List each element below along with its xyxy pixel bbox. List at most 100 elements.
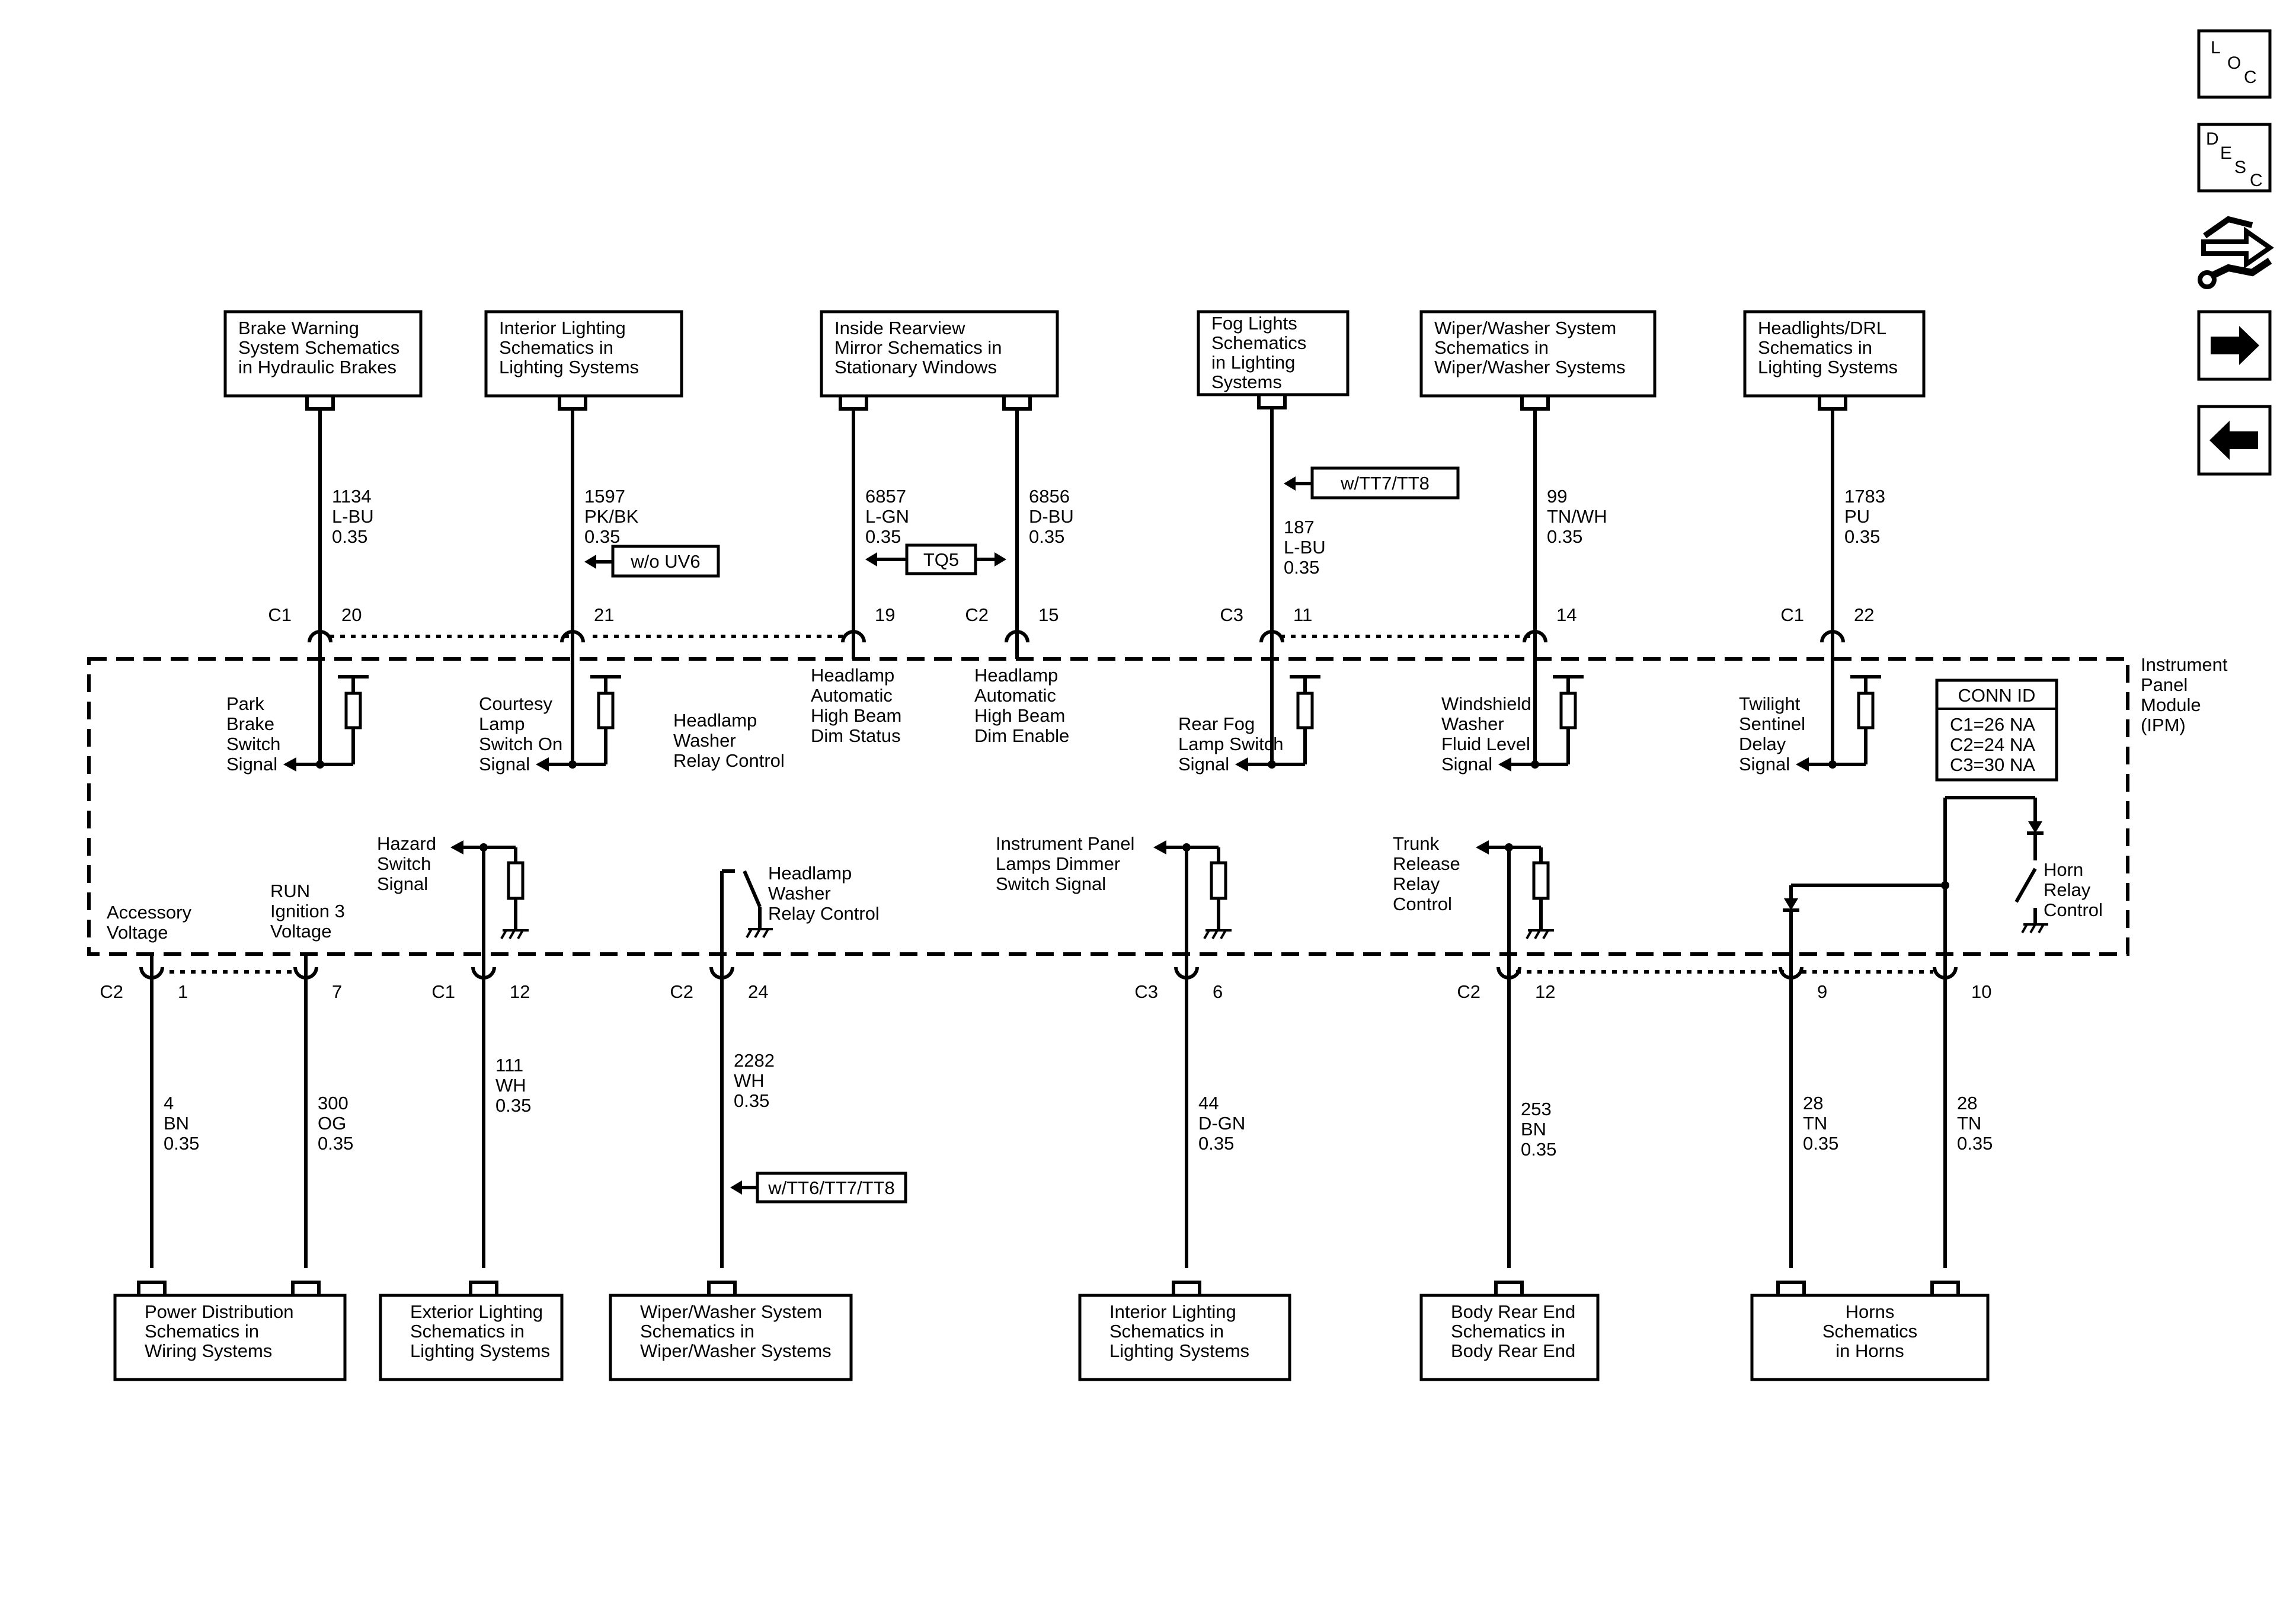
resistor-icon xyxy=(1532,861,1550,900)
option-tq5[interactable]: TQ5 xyxy=(865,543,1006,575)
signal-label: Switch xyxy=(226,734,280,754)
resistor-icon xyxy=(597,692,615,729)
harness-box-frame xyxy=(379,1294,564,1381)
svg-text:Module: Module xyxy=(2141,695,2201,715)
harness-box-text: in Lighting xyxy=(1211,352,1295,373)
signal-label: Switch xyxy=(377,853,431,874)
signal-arrow-icon xyxy=(1476,840,1489,854)
connector-id: C2 xyxy=(965,604,989,625)
option-tag xyxy=(1310,466,1460,500)
signal-label: Hazard xyxy=(377,833,436,854)
ground-icon xyxy=(1526,929,1554,939)
svg-text:S: S xyxy=(2234,158,2246,177)
resistor-icon xyxy=(344,692,362,729)
option-text: TQ5 xyxy=(923,549,959,570)
signal-label: Trunk xyxy=(1393,833,1440,854)
signal-label: High Beam xyxy=(811,705,901,726)
signal-label: Signal xyxy=(226,754,277,775)
signal-label: Horn xyxy=(2044,859,2083,880)
signal-label: Lamp Switch xyxy=(1178,734,1283,754)
svg-text:C: C xyxy=(2244,68,2257,87)
signal-arrow-icon xyxy=(2028,821,2042,833)
wire-color: BN xyxy=(164,1113,189,1134)
svg-text:C2=24 NA: C2=24 NA xyxy=(1950,734,2035,755)
conn-id-box: CONN ID C1=26 NA C2=24 NA C3=30 NA xyxy=(1935,679,2058,782)
desc-button[interactable]: D E S C xyxy=(2197,123,2272,193)
svg-text:(IPM): (IPM) xyxy=(2141,715,2186,735)
pin-number: 21 xyxy=(594,604,614,625)
resistor-icon xyxy=(1296,692,1314,729)
wire-color: L-BU xyxy=(332,506,374,527)
connector-terminal xyxy=(1172,1281,1201,1295)
option-tag xyxy=(611,545,720,578)
pin-number: 20 xyxy=(341,604,362,625)
wire-circuit-number: 187 xyxy=(1284,517,1315,537)
harness-box-text: Schematics in xyxy=(410,1321,525,1342)
connector-id: C3 xyxy=(1220,604,1243,625)
option-text: w/o UV6 xyxy=(630,551,700,572)
svg-text:Panel: Panel xyxy=(2141,674,2188,695)
wire-gauge: 0.35 xyxy=(1803,1133,1838,1154)
signal-label: Rear Fog xyxy=(1178,713,1255,734)
previous-page-button[interactable] xyxy=(2197,405,2272,476)
harness-box-text: Schematics in xyxy=(1758,337,1872,358)
signal-label: Sentinel xyxy=(1739,713,1805,734)
wire-color: TN xyxy=(1957,1113,1981,1134)
headlamp-washer-label-upper: Washer xyxy=(673,730,736,751)
connector-id: C2 xyxy=(100,981,123,1002)
signal-label: Lamps Dimmer xyxy=(996,853,1120,874)
pin-number: 19 xyxy=(875,604,895,625)
harness-box-frame xyxy=(1419,1294,1600,1381)
wire-color: TN/WH xyxy=(1547,506,1607,527)
wire-color: WH xyxy=(734,1070,765,1091)
signal-label: Automatic xyxy=(974,685,1056,706)
pin-number: 9 xyxy=(1817,981,1827,1002)
connector-id: C2 xyxy=(1457,981,1480,1002)
signal-label: High Beam xyxy=(974,705,1065,726)
signal-arrow-icon xyxy=(1784,898,1798,910)
signal-label: Relay xyxy=(2044,879,2091,900)
connector-terminal xyxy=(1002,396,1032,411)
connector-wrench-icon[interactable] xyxy=(2198,216,2274,289)
wire-gauge: 0.35 xyxy=(164,1133,199,1154)
pin-number: 7 xyxy=(332,981,342,1002)
wire-gauge: 0.35 xyxy=(332,526,367,547)
loc-button[interactable]: L O C xyxy=(2197,29,2272,99)
signal-label: Windshield xyxy=(1441,693,1531,714)
arrow-left-icon xyxy=(2209,421,2258,460)
next-page-button[interactable] xyxy=(2197,310,2272,381)
wire-gauge: 0.35 xyxy=(1029,526,1064,547)
connector-terminal xyxy=(1776,1281,1806,1295)
harness-box-frame xyxy=(1078,1294,1291,1381)
